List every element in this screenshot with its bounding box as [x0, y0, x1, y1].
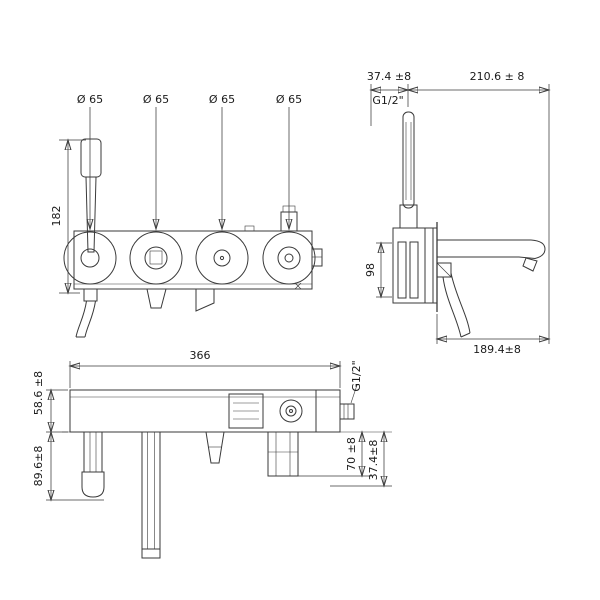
side-body: [392, 227, 438, 304]
plan-lever: [205, 431, 225, 464]
front-spout: [195, 289, 215, 312]
plan-thread-label: G1/2": [350, 360, 363, 391]
side-thread-label: G1/2": [372, 94, 403, 107]
side-view-geometry: [392, 111, 546, 338]
side-reach-bottom-label: 189.4±8: [473, 343, 521, 356]
front-valve-4: [262, 231, 316, 285]
front-valve-1: [63, 231, 117, 285]
side-view-dimensions: [371, 84, 549, 344]
front-view-dimensions: [59, 107, 289, 293]
plan-projection-b-label: 37.4±8: [367, 440, 380, 481]
plan-projection-a-label: 70 ±8: [345, 437, 358, 471]
front-view-geometry: [63, 138, 323, 338]
front-hand-shower: [80, 138, 102, 253]
front-view: Ø 65 Ø 65 Ø 65 Ø 65 182: [50, 93, 323, 338]
front-height-label: 182: [50, 206, 63, 227]
plan-body: [69, 389, 341, 433]
plan-depth-label: 58.6 ±8: [32, 371, 45, 415]
front-valve-3: [195, 231, 249, 285]
plan-handle-depth-label: 89.6±8: [32, 446, 45, 487]
front-dia-label-1: Ø 65: [77, 93, 103, 106]
plan-view-geometry: [62, 384, 392, 559]
side-hose: [436, 262, 471, 338]
side-offset-label: 37.4 ±8: [367, 70, 411, 83]
front-valve-2: [129, 231, 183, 285]
side-height-label: 98: [364, 263, 377, 277]
plan-diverter: [228, 393, 264, 429]
front-lever: [146, 288, 167, 309]
side-spout: [437, 239, 546, 272]
plan-holder: [267, 431, 299, 477]
side-hand-shower: [399, 111, 418, 229]
front-dia-label-3: Ø 65: [209, 93, 235, 106]
front-outlet: [311, 248, 323, 267]
plan-outlet: [279, 399, 303, 423]
plan-thread-fitting: [339, 384, 358, 420]
plan-view-dimensions: [46, 361, 392, 500]
plan-spout: [141, 431, 161, 559]
front-dia-label-2: Ø 65: [143, 93, 169, 106]
side-reach-top-label: 210.6 ± 8: [470, 70, 525, 83]
front-dia-label-4: Ø 65: [276, 93, 302, 106]
plan-hand-shower: [81, 431, 105, 498]
side-view: 37.4 ±8 210.6 ± 8 G1/2" 98 189.4±8: [364, 70, 549, 356]
front-hose: [75, 288, 98, 338]
plan-view: 366 58.6 ±8 89.6±8 G1/2" 70 ±8 37.4±8: [32, 349, 392, 559]
plan-width-label: 366: [190, 349, 211, 362]
